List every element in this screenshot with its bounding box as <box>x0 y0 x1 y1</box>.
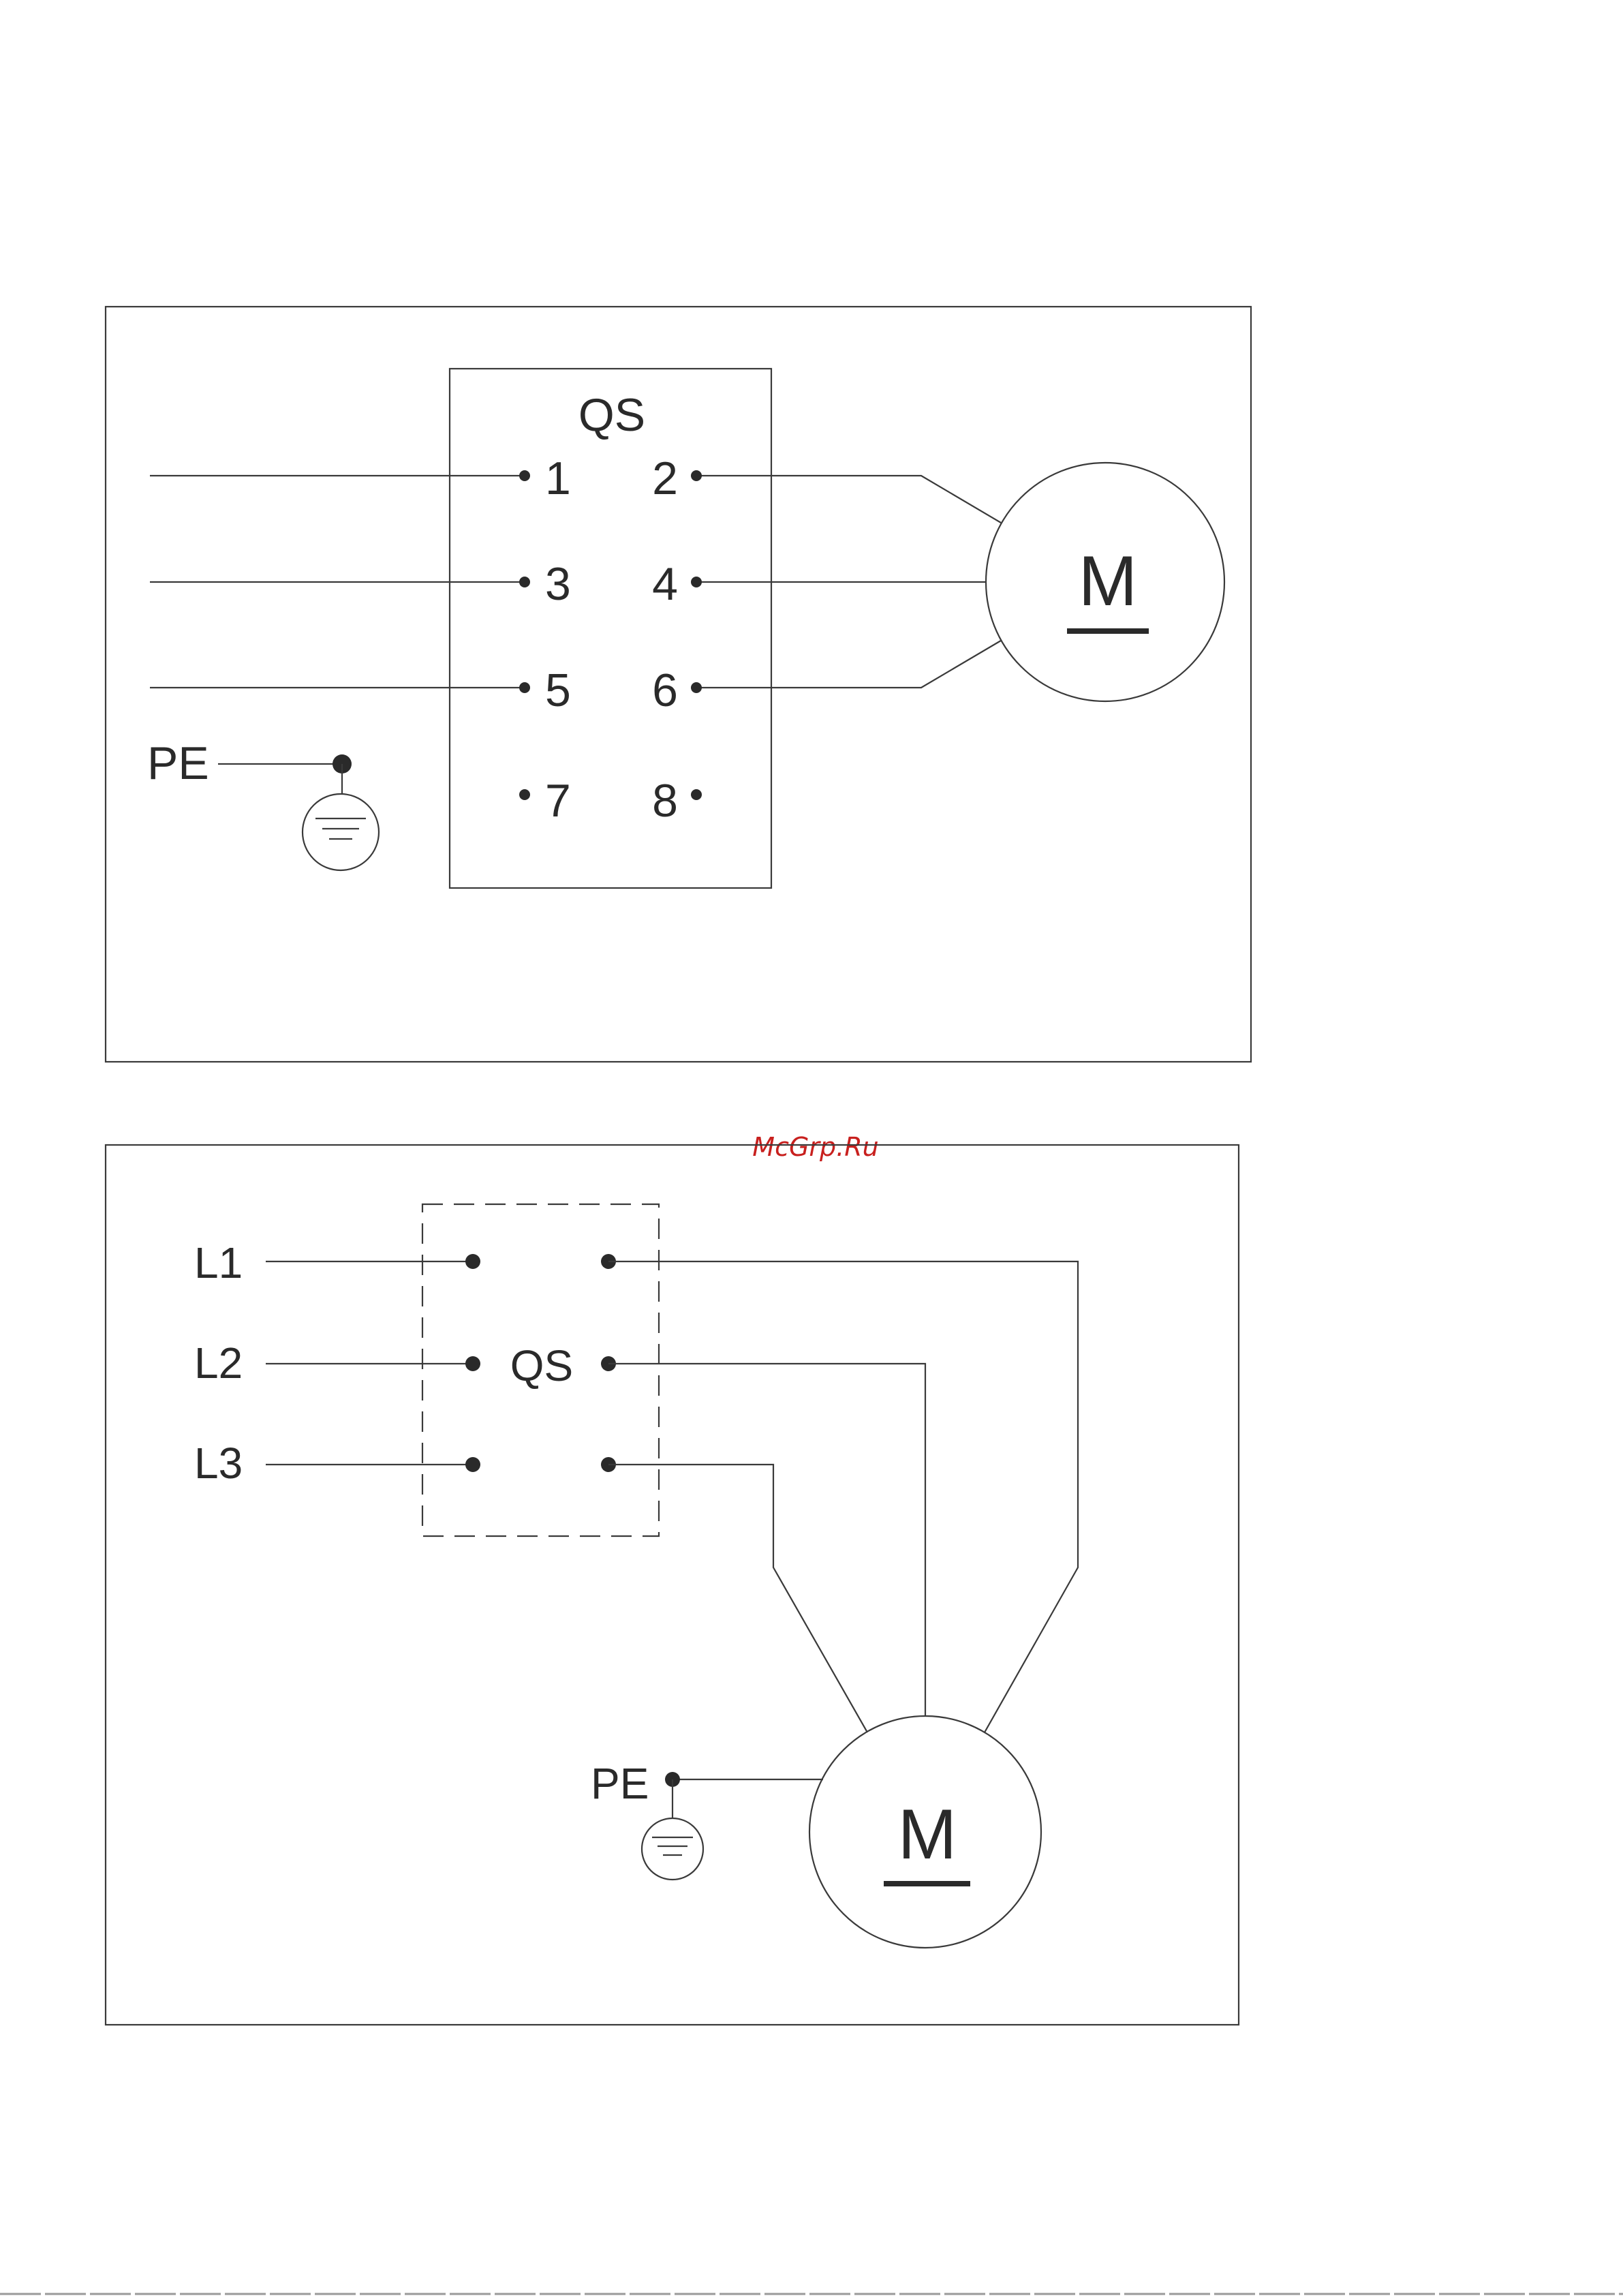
bottom-output-wire-3 <box>608 1465 867 1732</box>
bottom-output-wire-2 <box>608 1364 925 1716</box>
top-terminal-label-5: 5 <box>545 664 571 716</box>
top-terminal-label-4: 4 <box>652 558 678 610</box>
top-motor-label: M <box>1079 542 1138 621</box>
bottom-motor-label: M <box>898 1795 957 1874</box>
bottom-line-label-l2: L2 <box>194 1338 243 1388</box>
bottom-contact-dot-in-3 <box>465 1457 480 1472</box>
bottom-diagram: QS L1 L2 L3 PE M <box>106 1145 1239 2025</box>
top-terminal-dot-1 <box>519 470 530 481</box>
bottom-motor-ac-bar <box>884 1881 970 1886</box>
top-terminal-label-2: 2 <box>652 453 678 504</box>
top-motor-ac-bar <box>1067 628 1149 634</box>
top-switch-box <box>450 369 771 888</box>
top-terminal-label-6: 6 <box>652 664 678 716</box>
top-terminal-label-3: 3 <box>545 558 571 610</box>
watermark-text: McGrp.Ru <box>752 1132 878 1162</box>
bottom-earth-label: PE <box>591 1759 649 1808</box>
bottom-contact-dot-in-1 <box>465 1254 480 1269</box>
top-terminal-dot-3 <box>519 577 530 587</box>
bottom-output-wire-1 <box>608 1261 1078 1732</box>
earth-symbol-icon <box>303 794 379 870</box>
top-terminal-label-7: 7 <box>545 775 571 827</box>
top-diagram: QS 1 2 3 4 5 6 7 8 PE <box>106 307 1251 1062</box>
top-output-wire-2 <box>696 476 1001 523</box>
top-terminal-dot-8 <box>691 789 702 800</box>
bottom-contact-dot-in-2 <box>465 1356 480 1371</box>
top-terminal-dot-2 <box>691 470 702 481</box>
bottom-switch-label: QS <box>510 1341 573 1390</box>
top-diagram-frame <box>106 307 1251 1062</box>
top-terminal-dot-6 <box>691 682 702 693</box>
top-terminal-dot-7 <box>519 789 530 800</box>
top-output-wire-6 <box>696 641 1001 688</box>
bottom-line-label-l3: L3 <box>194 1439 243 1488</box>
bottom-line-label-l1: L1 <box>194 1238 243 1287</box>
earth-symbol-icon <box>642 1818 703 1880</box>
top-terminal-label-1: 1 <box>545 453 571 504</box>
top-switch-label: QS <box>578 389 645 441</box>
top-terminal-label-8: 8 <box>652 775 678 827</box>
top-terminal-dot-4 <box>691 577 702 587</box>
top-earth-label: PE <box>147 737 209 789</box>
top-terminal-dot-5 <box>519 682 530 693</box>
